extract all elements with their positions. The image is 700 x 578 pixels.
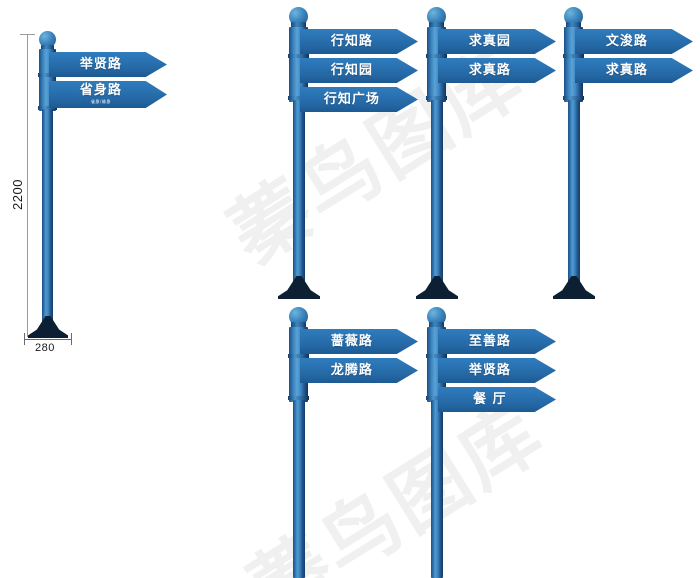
- pole-base: [28, 316, 68, 338]
- signpost-qiuzhen: 求真园 求真路: [408, 0, 568, 310]
- signpost-wenjun: 文浚路 求真路: [545, 0, 700, 310]
- pole-collar: [291, 22, 306, 28]
- sign-content: 求真路: [575, 64, 693, 78]
- signpost-xingzhi: 行知路 行知园 行知广场: [270, 0, 430, 310]
- height-dimension-line: [27, 34, 28, 337]
- pole-band-lower: [288, 396, 309, 400]
- sign-label: 求真路: [605, 62, 648, 78]
- pole-base: [553, 276, 595, 299]
- sign-label: 行知园: [330, 62, 373, 78]
- sign-content: 行知路: [300, 35, 418, 49]
- pole-shaft: [431, 100, 443, 282]
- width-dimension-tick-left: [24, 333, 25, 345]
- sign-label: 文浚路: [605, 33, 648, 49]
- pole-shaft: [431, 400, 443, 578]
- pole-band-lower: [563, 96, 584, 100]
- sign-content: 省身路 省身/修身: [49, 84, 167, 105]
- sign-content: 龙腾路: [300, 364, 418, 378]
- pole-band-upper: [288, 54, 309, 58]
- sign-plate[interactable]: 蔷薇路: [300, 329, 418, 354]
- pole-collar: [566, 22, 581, 28]
- pole-shaft: [568, 100, 580, 282]
- pole-band-lower: [38, 106, 57, 110]
- sign-label: 行知路: [330, 33, 373, 49]
- width-dimension-line: [24, 339, 72, 340]
- pole-finial-ball: [427, 307, 446, 326]
- sign-plate[interactable]: 至善路: [438, 329, 556, 354]
- sign-plate[interactable]: 举贤路: [438, 358, 556, 383]
- pole-band-lower: [426, 396, 447, 400]
- sign-plate[interactable]: 文浚路: [575, 29, 693, 54]
- pole-finial-ball: [39, 31, 56, 48]
- pole-base: [416, 276, 458, 299]
- sign-plate[interactable]: 求真园: [438, 29, 556, 54]
- sign-plate[interactable]: 行知路: [300, 29, 418, 54]
- sign-content: 至善路: [438, 335, 556, 349]
- pole-finial-ball: [289, 307, 308, 326]
- pole-collar: [429, 322, 444, 328]
- sign-plate[interactable]: 举贤路: [49, 52, 167, 77]
- sign-label: 求真园: [468, 33, 511, 49]
- sign-label: 求真路: [468, 62, 511, 78]
- sign-label: 举贤路: [79, 56, 122, 72]
- pole-finial-ball: [564, 7, 583, 26]
- sign-content: 行知广场: [300, 93, 418, 107]
- sign-plate[interactable]: 省身路 省身/修身: [49, 81, 167, 108]
- sign-content: 蔷薇路: [300, 335, 418, 349]
- sign-label: 餐 厅: [473, 391, 507, 407]
- sign-content: 行知园: [300, 64, 418, 78]
- height-dimension-tick-top: [20, 34, 35, 35]
- pole-collar: [429, 22, 444, 28]
- sign-plate[interactable]: 行知广场: [300, 87, 418, 112]
- signpost-qiangwei: 蔷薇路 龙腾路: [270, 300, 430, 578]
- sign-plate[interactable]: 求真路: [575, 58, 693, 83]
- sign-content: 举贤路: [49, 58, 167, 72]
- pole-shaft: [42, 109, 53, 326]
- signpost-dimensioned: 举贤路 省身路 省身/修身 2200 280: [0, 0, 200, 360]
- sign-label: 至善路: [468, 333, 511, 349]
- pole-band-upper: [426, 54, 447, 58]
- pole-band-lower: [426, 96, 447, 100]
- sign-content: 求真路: [438, 64, 556, 78]
- pole-finial-ball: [427, 7, 446, 26]
- pole-band-upper: [426, 354, 447, 358]
- sign-plate[interactable]: 行知园: [300, 58, 418, 83]
- pole-collar: [291, 322, 306, 328]
- pole-band-upper: [563, 54, 584, 58]
- sign-sublabel: 省身/修身: [90, 98, 111, 104]
- height-dimension-label: 2200: [10, 179, 25, 210]
- pole-band-upper: [38, 73, 57, 77]
- sign-plate[interactable]: 龙腾路: [300, 358, 418, 383]
- pole-finial-ball: [289, 7, 308, 26]
- pole-base: [278, 276, 320, 299]
- width-dimension-tick-right: [71, 333, 72, 345]
- signpost-zhishan: 至善路 举贤路 餐 厅: [408, 300, 568, 578]
- pole-shaft: [293, 400, 305, 578]
- sign-label: 龙腾路: [330, 362, 373, 378]
- pole-band-lower: [288, 96, 309, 100]
- sign-content: 举贤路: [438, 364, 556, 378]
- sign-plate[interactable]: 求真路: [438, 58, 556, 83]
- pole-band-upper: [288, 354, 309, 358]
- sign-label: 举贤路: [468, 362, 511, 378]
- sign-plate[interactable]: 餐 厅: [438, 387, 556, 412]
- sign-label: 省身路: [79, 83, 122, 99]
- sign-content: 文浚路: [575, 35, 693, 49]
- pole-shaft: [293, 100, 305, 282]
- sign-content: 求真园: [438, 35, 556, 49]
- sign-label: 行知广场: [323, 91, 380, 107]
- sign-label: 蔷薇路: [330, 333, 373, 349]
- width-dimension-label: 280: [35, 342, 55, 354]
- sign-content: 餐 厅: [438, 393, 556, 407]
- pole-collar: [41, 45, 54, 50]
